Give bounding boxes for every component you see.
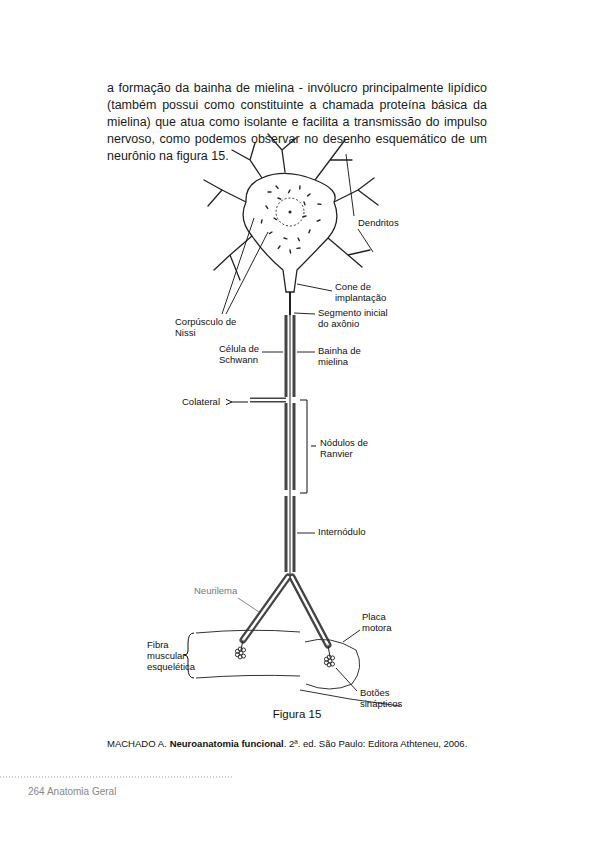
cell-body [243, 173, 337, 292]
footer-rule [0, 777, 232, 778]
source-citation: Neuroanatomia funcional [170, 739, 284, 750]
part-label: Segmento inicial do axônio [318, 308, 400, 330]
leader-line [222, 154, 373, 691]
part-label: Dendritos [358, 218, 399, 229]
nissl-body [269, 232, 272, 234]
nissl-body [308, 194, 310, 196]
part-label: Neurilema [194, 586, 237, 597]
body-paragraph: a formação da bainha de mielina - invólu… [107, 80, 487, 165]
terminal-branches [241, 577, 330, 657]
bouton [324, 657, 328, 661]
axon-initial-segment [289, 292, 291, 315]
leader-dash [311, 446, 316, 447]
nissl-body [303, 202, 305, 205]
part-label: Nódulos de Ranvier [320, 438, 378, 460]
synaptic-boutons [235, 647, 334, 667]
figure-caption: Figura 15 [273, 708, 322, 721]
nucleus [276, 198, 304, 226]
bouton [238, 655, 242, 659]
bouton [235, 649, 239, 653]
part-label: Colateral [182, 397, 220, 408]
bouton [327, 663, 331, 667]
nissl-body [278, 198, 281, 199]
part-label: Placa motora [362, 612, 402, 634]
axon [290, 315, 291, 578]
nissl-body [261, 220, 263, 223]
page-footer: 264 Anatomia Geral [28, 786, 116, 798]
nissl-body [276, 186, 278, 188]
nissl-body [289, 250, 291, 253]
part-label: Célula de Schwann [219, 344, 269, 366]
part-label: Bainha de mielina [318, 346, 370, 368]
part-label: Internódulo [318, 527, 366, 538]
nissl-body [318, 203, 321, 205]
part-label: Botões sinápticos [360, 688, 414, 710]
nissl-body [289, 190, 290, 193]
bracket [300, 400, 307, 493]
source-citation: . 2ª. ed. São Paulo: Editora Athteneu, 2… [284, 739, 468, 750]
leader-line [232, 402, 248, 403]
nissl-body [299, 186, 301, 189]
nissl-body [298, 238, 299, 241]
collateral-branch [250, 399, 286, 401]
source-citation: MACHADO A. [107, 739, 167, 750]
bouton [242, 648, 246, 652]
nucleolus [289, 211, 292, 214]
nissl-bodies [261, 186, 321, 253]
nissl-body [278, 246, 280, 248]
nissl-body [268, 191, 271, 192]
nissl-body [303, 215, 306, 217]
nissl-body [309, 230, 310, 233]
nissl-body [274, 218, 277, 220]
bouton [331, 656, 335, 660]
nissl-body [297, 247, 300, 249]
nissl-body [317, 220, 320, 221]
part-label: Cone de implantação [335, 282, 399, 304]
nissl-body [284, 237, 287, 239]
part-label: Corpúsculo de Nissi [175, 317, 241, 339]
part-label: Fibra muscular esquelética [147, 640, 203, 673]
collateral-branch [250, 398, 286, 403]
nissl-body [266, 206, 268, 208]
